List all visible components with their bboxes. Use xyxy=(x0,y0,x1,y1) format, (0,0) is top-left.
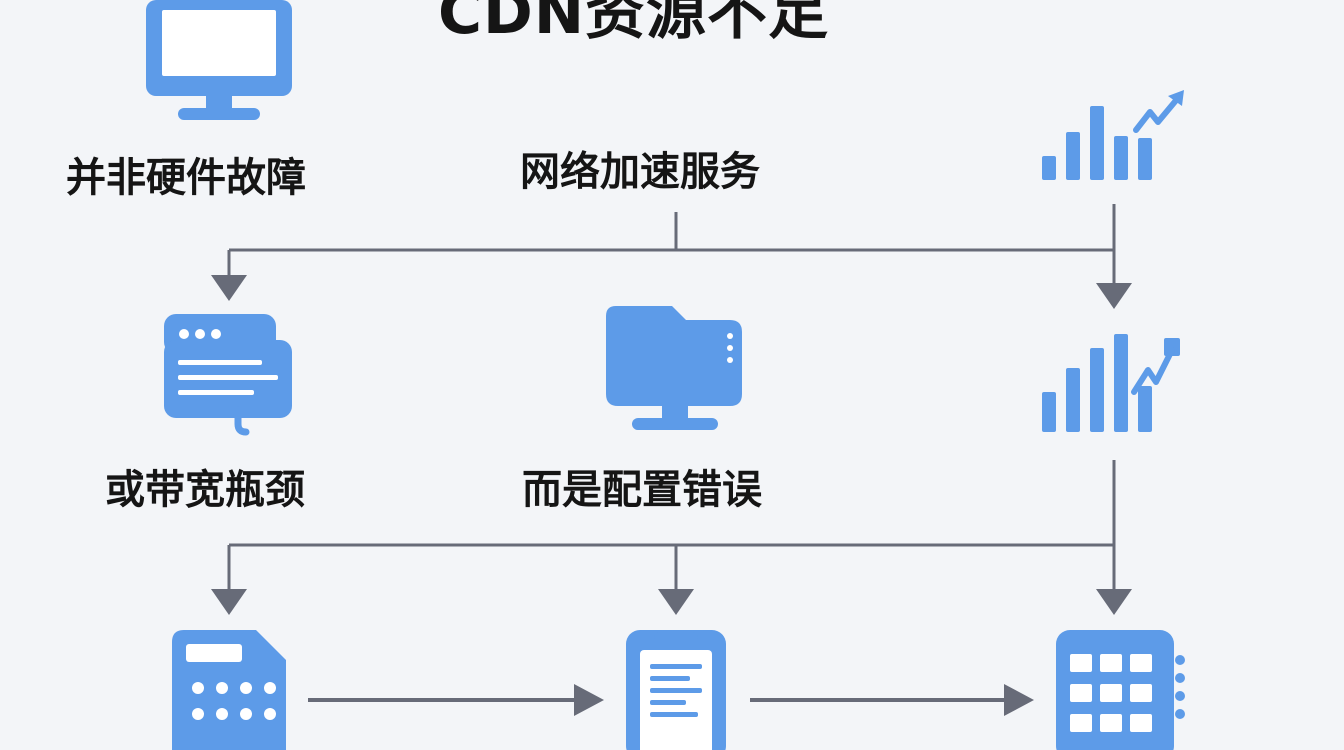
label-network: 网络加速服务 xyxy=(520,149,760,195)
monitor-icon xyxy=(146,0,292,120)
label-bandwidth: 或带宽瓶颈 xyxy=(105,467,305,513)
connectors xyxy=(211,204,1132,716)
arrow-flow-1 xyxy=(574,684,604,716)
document-icon xyxy=(626,630,726,750)
arrow-to-grid xyxy=(1096,589,1132,615)
arrow-to-document xyxy=(658,589,694,615)
server-icon xyxy=(164,314,292,436)
arrow-to-server xyxy=(211,275,247,301)
label-config: 而是配置错误 xyxy=(522,467,762,513)
label-hardware: 并非硬件故障 xyxy=(66,155,306,201)
arrow-to-mid-chart xyxy=(1096,283,1132,309)
folder-monitor-icon xyxy=(606,306,742,430)
bar-chart-trend-icon-2 xyxy=(1042,334,1180,432)
grid-app-icon xyxy=(1056,630,1185,750)
bar-chart-trend-icon xyxy=(1042,90,1184,180)
arrow-flow-2 xyxy=(1004,684,1034,716)
diagram-title: CDN资源不足 xyxy=(438,0,830,48)
calculator-document-icon xyxy=(172,630,286,750)
arrow-to-calculator xyxy=(211,589,247,615)
